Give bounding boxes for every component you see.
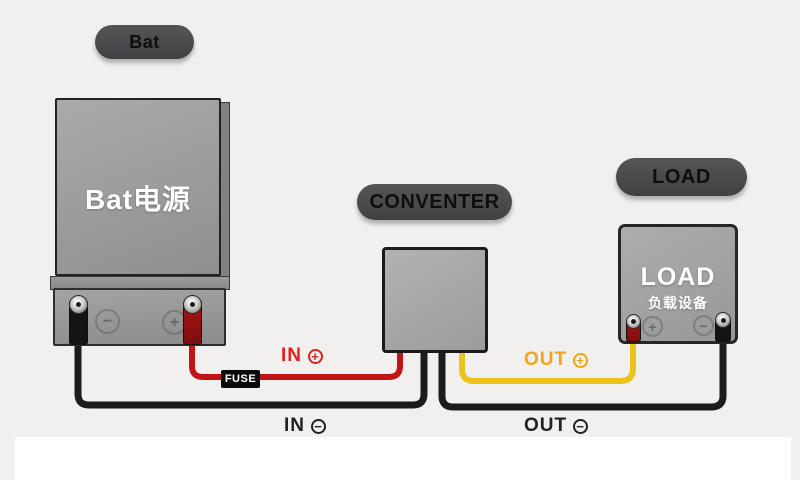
load-negative-bolt-icon [715, 312, 731, 328]
fuse-tag: FUSE [221, 370, 260, 388]
converter-tag: CONVENTER [357, 184, 512, 220]
circled-plus-icon: + [308, 348, 323, 364]
bolt-dot [76, 302, 81, 307]
wire-out-negative [438, 330, 727, 411]
load-tag-label: LOAD [652, 165, 711, 188]
converter-tag-label: CONVENTER [369, 190, 500, 213]
label-in-positive-text: IN [281, 345, 302, 366]
battery-negative-bolt-icon [69, 295, 88, 314]
bottom-white-panel [15, 437, 791, 480]
bolt-dot [190, 302, 195, 307]
load-subtitle: 负载设备 [648, 295, 708, 311]
label-out-positive: OUT + [524, 349, 589, 371]
load-title: LOAD [640, 263, 716, 291]
wire-in-negative [74, 330, 428, 409]
battery-positive-bolt-icon [183, 295, 202, 314]
battery-minus-emboss-icon: − [95, 309, 120, 334]
load-plus-emboss-icon: + [642, 316, 663, 337]
load-tag: LOAD [616, 158, 747, 196]
bolt-dot [631, 319, 636, 324]
converter-box [382, 247, 488, 353]
label-out-negative-text: OUT [524, 415, 568, 436]
bolt-dot [720, 317, 726, 323]
battery-tag-label: Bat [129, 31, 160, 52]
load-box: LOAD 负载设备 [618, 224, 738, 344]
label-in-positive: IN + [281, 345, 323, 367]
load-minus-emboss-icon: − [693, 315, 714, 336]
battery-tag: Bat [95, 25, 194, 59]
label-out-negative: OUT − [524, 415, 589, 437]
load-positive-bolt-icon [626, 314, 641, 329]
label-in-negative: IN − [284, 415, 326, 437]
label-out-positive-text: OUT [524, 349, 568, 370]
battery-label: Bat电源 [84, 184, 192, 215]
battery-box: Bat电源 [55, 98, 221, 276]
wire-out-positive [459, 328, 636, 384]
circled-minus-icon: − [311, 418, 326, 434]
wire-in-positive [189, 332, 403, 380]
circled-minus-icon: − [573, 418, 589, 434]
circled-plus-icon: + [573, 352, 589, 368]
label-in-negative-text: IN [284, 415, 305, 436]
